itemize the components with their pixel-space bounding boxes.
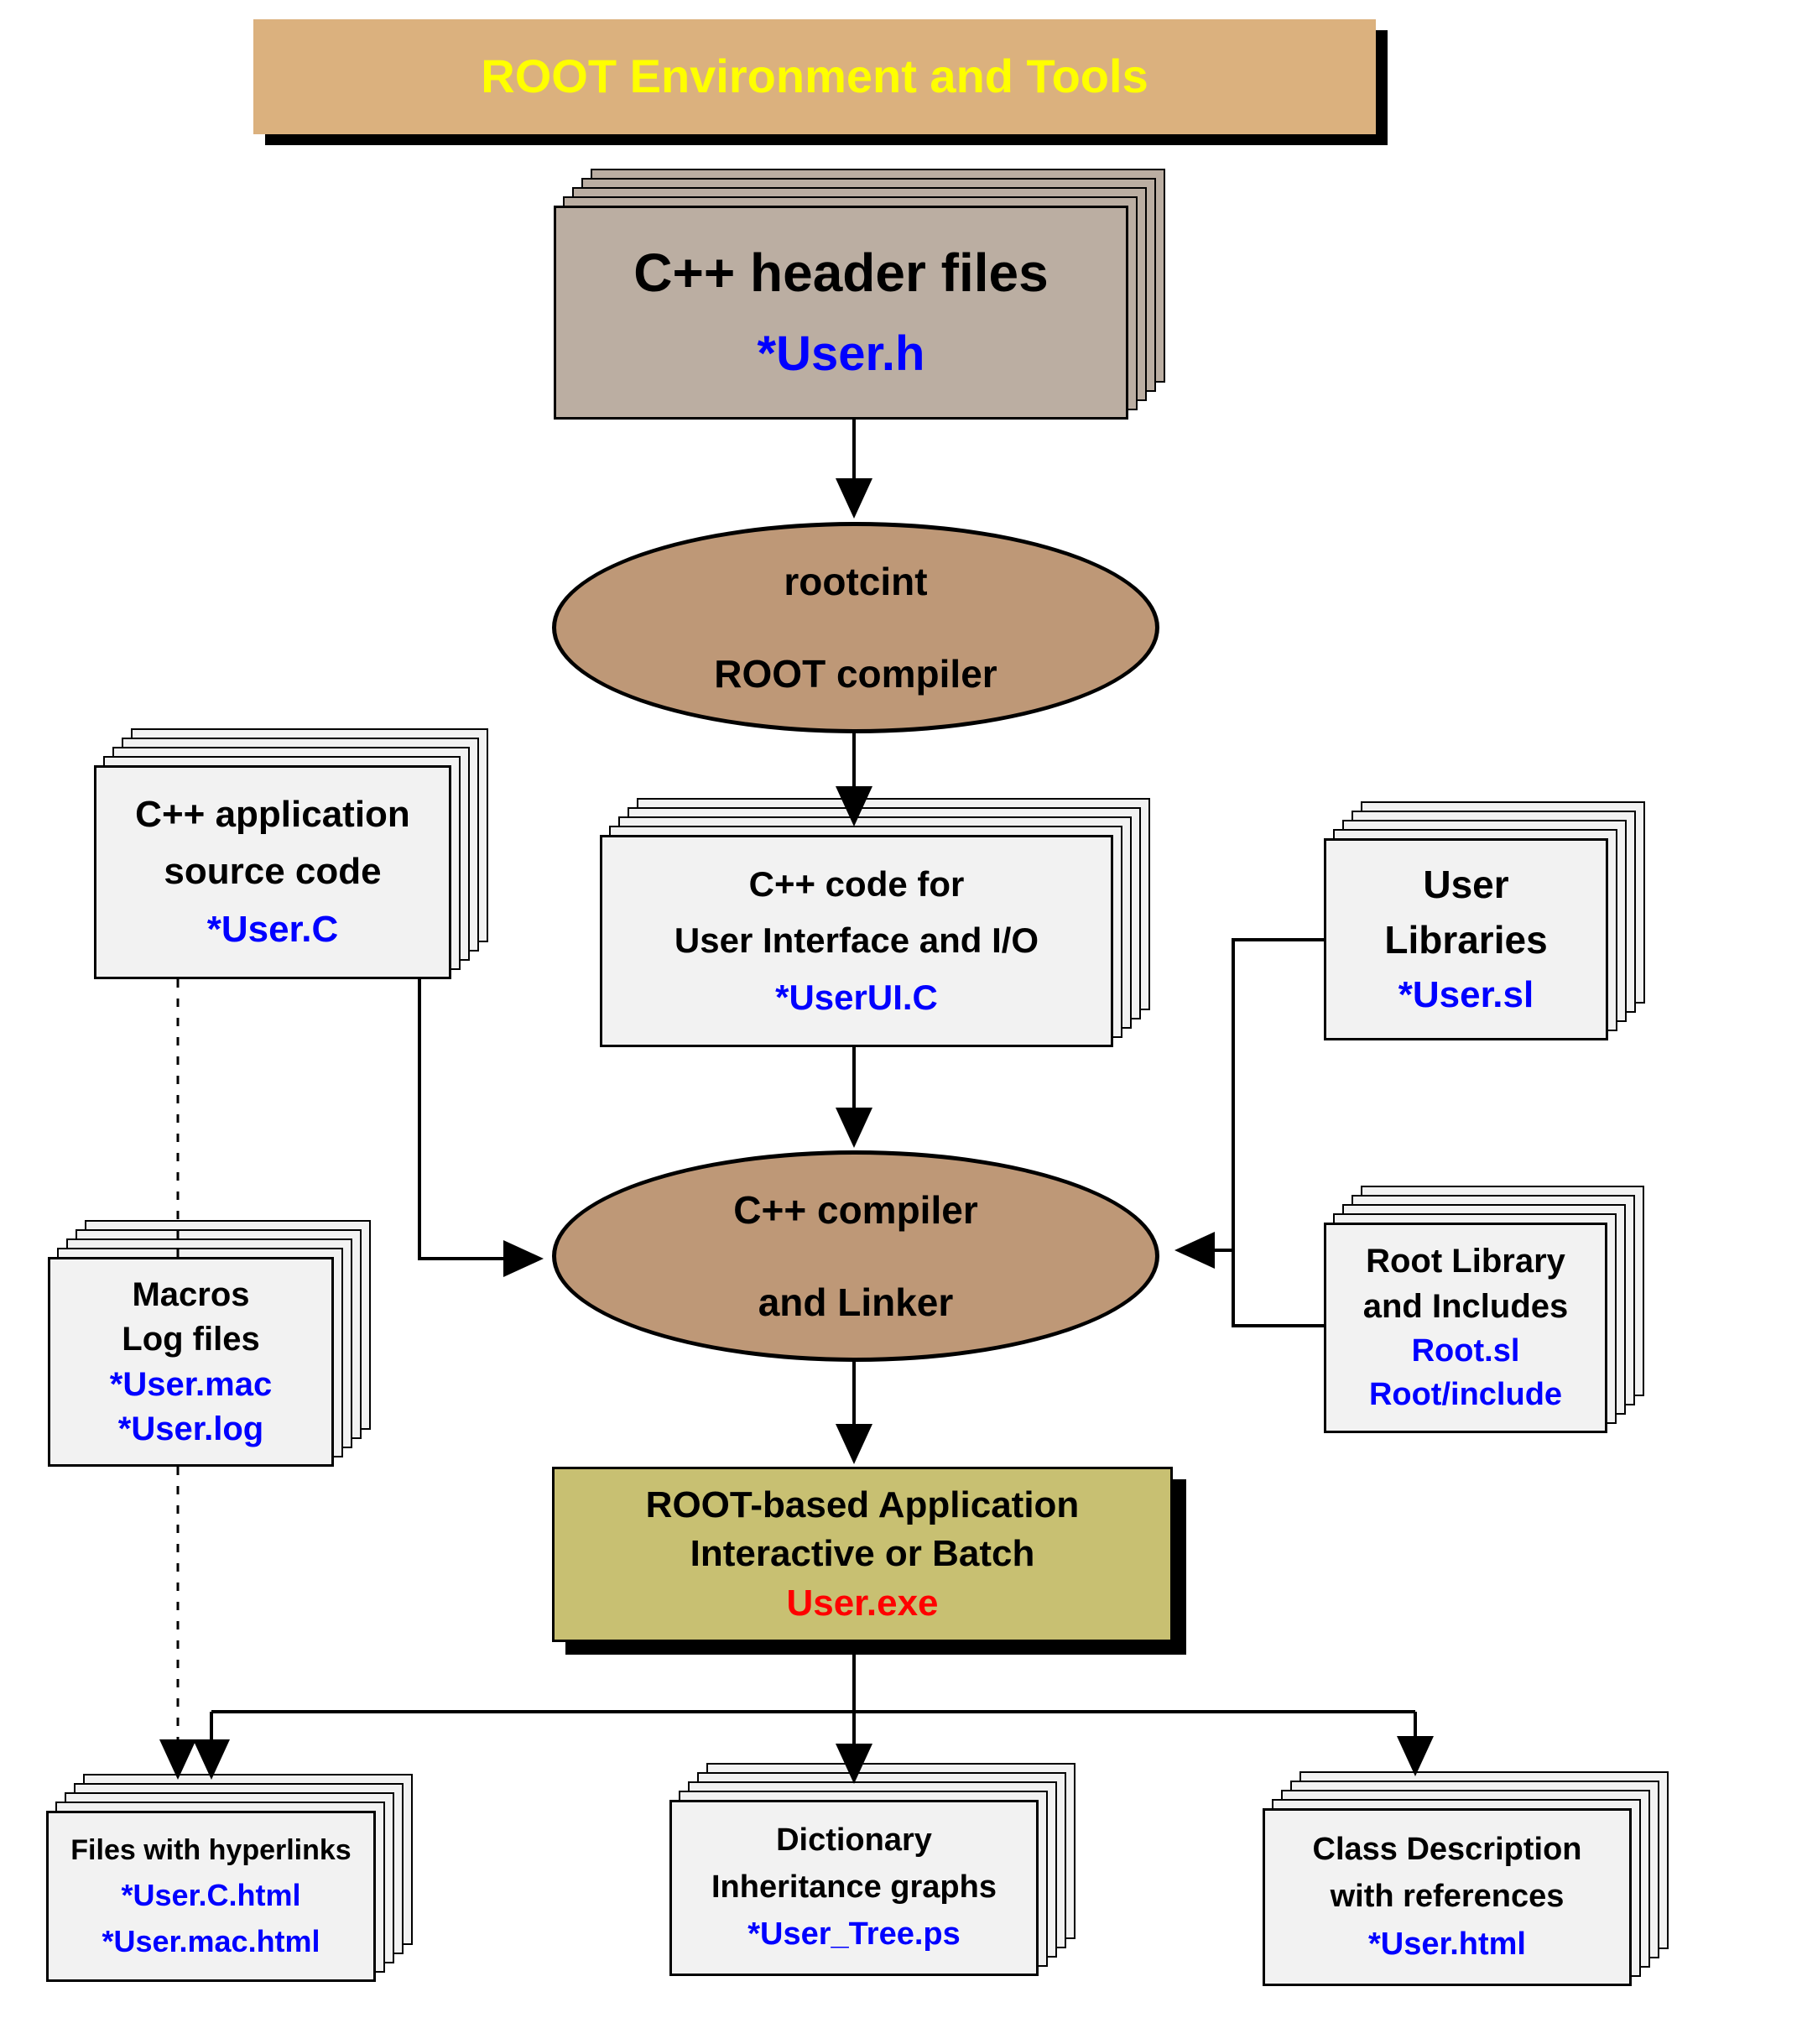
- class-description-filename: *User.html: [1368, 1926, 1526, 1962]
- macros-filename1: *User.mac: [109, 1365, 273, 1403]
- arrowhead-down-icon: [1397, 1736, 1434, 1776]
- class-description-line1: Class Description: [1312, 1831, 1582, 1867]
- dictionary-stack: Dictionary Inheritance graphs *User_Tree…: [669, 1763, 1075, 1976]
- header-files-filename: *User.h: [757, 326, 925, 382]
- dictionary-filename: *User_Tree.ps: [747, 1916, 961, 1953]
- arrowhead-right-icon: [503, 1240, 544, 1277]
- connector-source-compiler: [418, 979, 505, 1260]
- header-files-box: C++ header files *User.h: [554, 206, 1128, 420]
- app-source-filename: *User.C: [206, 909, 339, 951]
- arrowhead-down-icon: [836, 1424, 872, 1464]
- user-libraries-stack: User Libraries *User.sl: [1324, 801, 1645, 1040]
- arrowhead-left-icon: [1174, 1232, 1215, 1269]
- rootcint-label: rootcint: [784, 559, 928, 603]
- root-library-filename2: Root/include: [1368, 1376, 1563, 1412]
- class-description-stack: Class Description with references *User.…: [1263, 1771, 1669, 1986]
- app-box-line1: ROOT-based Application: [645, 1484, 1080, 1526]
- compiler-label: C++ compiler: [733, 1187, 978, 1232]
- macros-line1: Macros: [132, 1276, 250, 1314]
- class-description-line2: with references: [1330, 1879, 1565, 1915]
- connector-libraries-bracket: [1232, 938, 1324, 1327]
- macros-line2: Log files: [122, 1321, 260, 1358]
- user-libraries-line2: Libraries: [1384, 918, 1548, 962]
- macros-filename2: *User.log: [117, 1410, 264, 1447]
- arrowhead-down-icon: [836, 478, 872, 519]
- dictionary-line1: Dictionary: [776, 1822, 932, 1859]
- userui-stack: C++ code for User Interface and I/O *Use…: [600, 798, 1150, 1047]
- app-box-line2: Interactive or Batch: [690, 1533, 1035, 1575]
- app-box-exe: User.exe: [786, 1582, 939, 1624]
- header-files-stack: C++ header files *User.h: [554, 169, 1165, 420]
- app-box: ROOT-based Application Interactive or Ba…: [552, 1467, 1173, 1642]
- dictionary-line2: Inheritance graphs: [711, 1869, 997, 1906]
- compiler-ellipse: C++ compiler and Linker: [552, 1150, 1159, 1362]
- linker-label: and Linker: [758, 1280, 954, 1324]
- files-box: Files with hyperlinks *User.C.html *User…: [46, 1811, 376, 1982]
- user-libraries-filename: *User.sl: [1398, 973, 1534, 1015]
- macros-stack: Macros Log files *User.mac *User.log: [48, 1220, 371, 1467]
- userui-line1: C++ code for: [748, 863, 965, 904]
- dictionary-box: Dictionary Inheritance graphs *User_Tree…: [669, 1800, 1039, 1976]
- root-compiler-label: ROOT compiler: [714, 652, 997, 696]
- app-source-line1: C++ application: [135, 793, 410, 835]
- macros-box: Macros Log files *User.mac *User.log: [48, 1257, 334, 1467]
- class-description-box: Class Description with references *User.…: [1263, 1808, 1632, 1986]
- arrowhead-down-icon: [836, 1108, 872, 1148]
- files-stack: Files with hyperlinks *User.C.html *User…: [46, 1774, 413, 1982]
- user-libraries-line1: User: [1423, 863, 1509, 907]
- app-source-box: C++ application source code *User.C: [94, 765, 451, 979]
- userui-filename: *UserUI.C: [775, 978, 938, 1018]
- files-line1: Files with hyperlinks: [70, 1833, 352, 1866]
- root-library-line1: Root Library: [1366, 1243, 1565, 1280]
- userui-line2: User Interface and I/O: [674, 920, 1039, 961]
- app-source-stack: C++ application source code *User.C: [94, 728, 488, 979]
- root-library-box: Root Library and Includes Root.sl Root/i…: [1324, 1223, 1607, 1433]
- header-files-title: C++ header files: [633, 242, 1049, 303]
- root-library-line2: and Includes: [1362, 1288, 1569, 1326]
- app-source-line2: source code: [164, 851, 382, 893]
- root-library-stack: Root Library and Includes Root.sl Root/i…: [1324, 1186, 1644, 1433]
- user-libraries-box: User Libraries *User.sl: [1324, 838, 1608, 1040]
- files-filename2: *User.mac.html: [102, 1923, 320, 1958]
- diagram-title: ROOT Environment and Tools: [481, 50, 1148, 103]
- userui-box: C++ code for User Interface and I/O *Use…: [600, 835, 1113, 1047]
- files-filename1: *User.C.html: [121, 1878, 301, 1913]
- root-library-filename1: Root.sl: [1411, 1332, 1520, 1369]
- rootcint-ellipse: rootcint ROOT compiler: [552, 522, 1159, 733]
- title-banner: ROOT Environment and Tools: [253, 19, 1376, 134]
